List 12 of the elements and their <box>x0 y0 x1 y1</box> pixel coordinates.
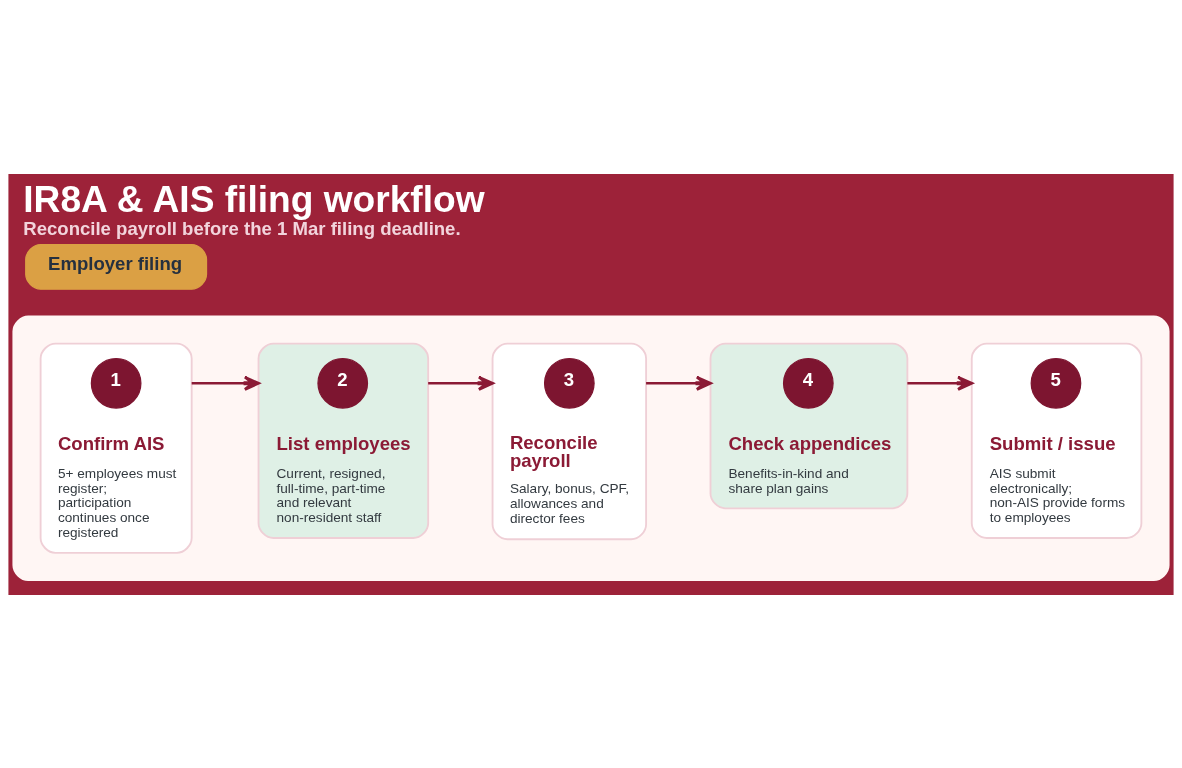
arrow <box>646 375 712 391</box>
node-circle: 5 <box>1030 357 1082 409</box>
node-circle: 2 <box>317 357 369 409</box>
cluster <box>12 314 1170 581</box>
node-box: Employer filing <box>25 243 208 290</box>
node-circle: 4 <box>782 357 834 409</box>
node-circle: 1 <box>90 357 142 409</box>
diagram-title: IR8A & AIS filing workflow <box>23 177 485 220</box>
arrow <box>191 375 260 391</box>
arrow <box>428 375 494 391</box>
node-circle: 3 <box>543 357 595 409</box>
arrow <box>907 375 974 391</box>
